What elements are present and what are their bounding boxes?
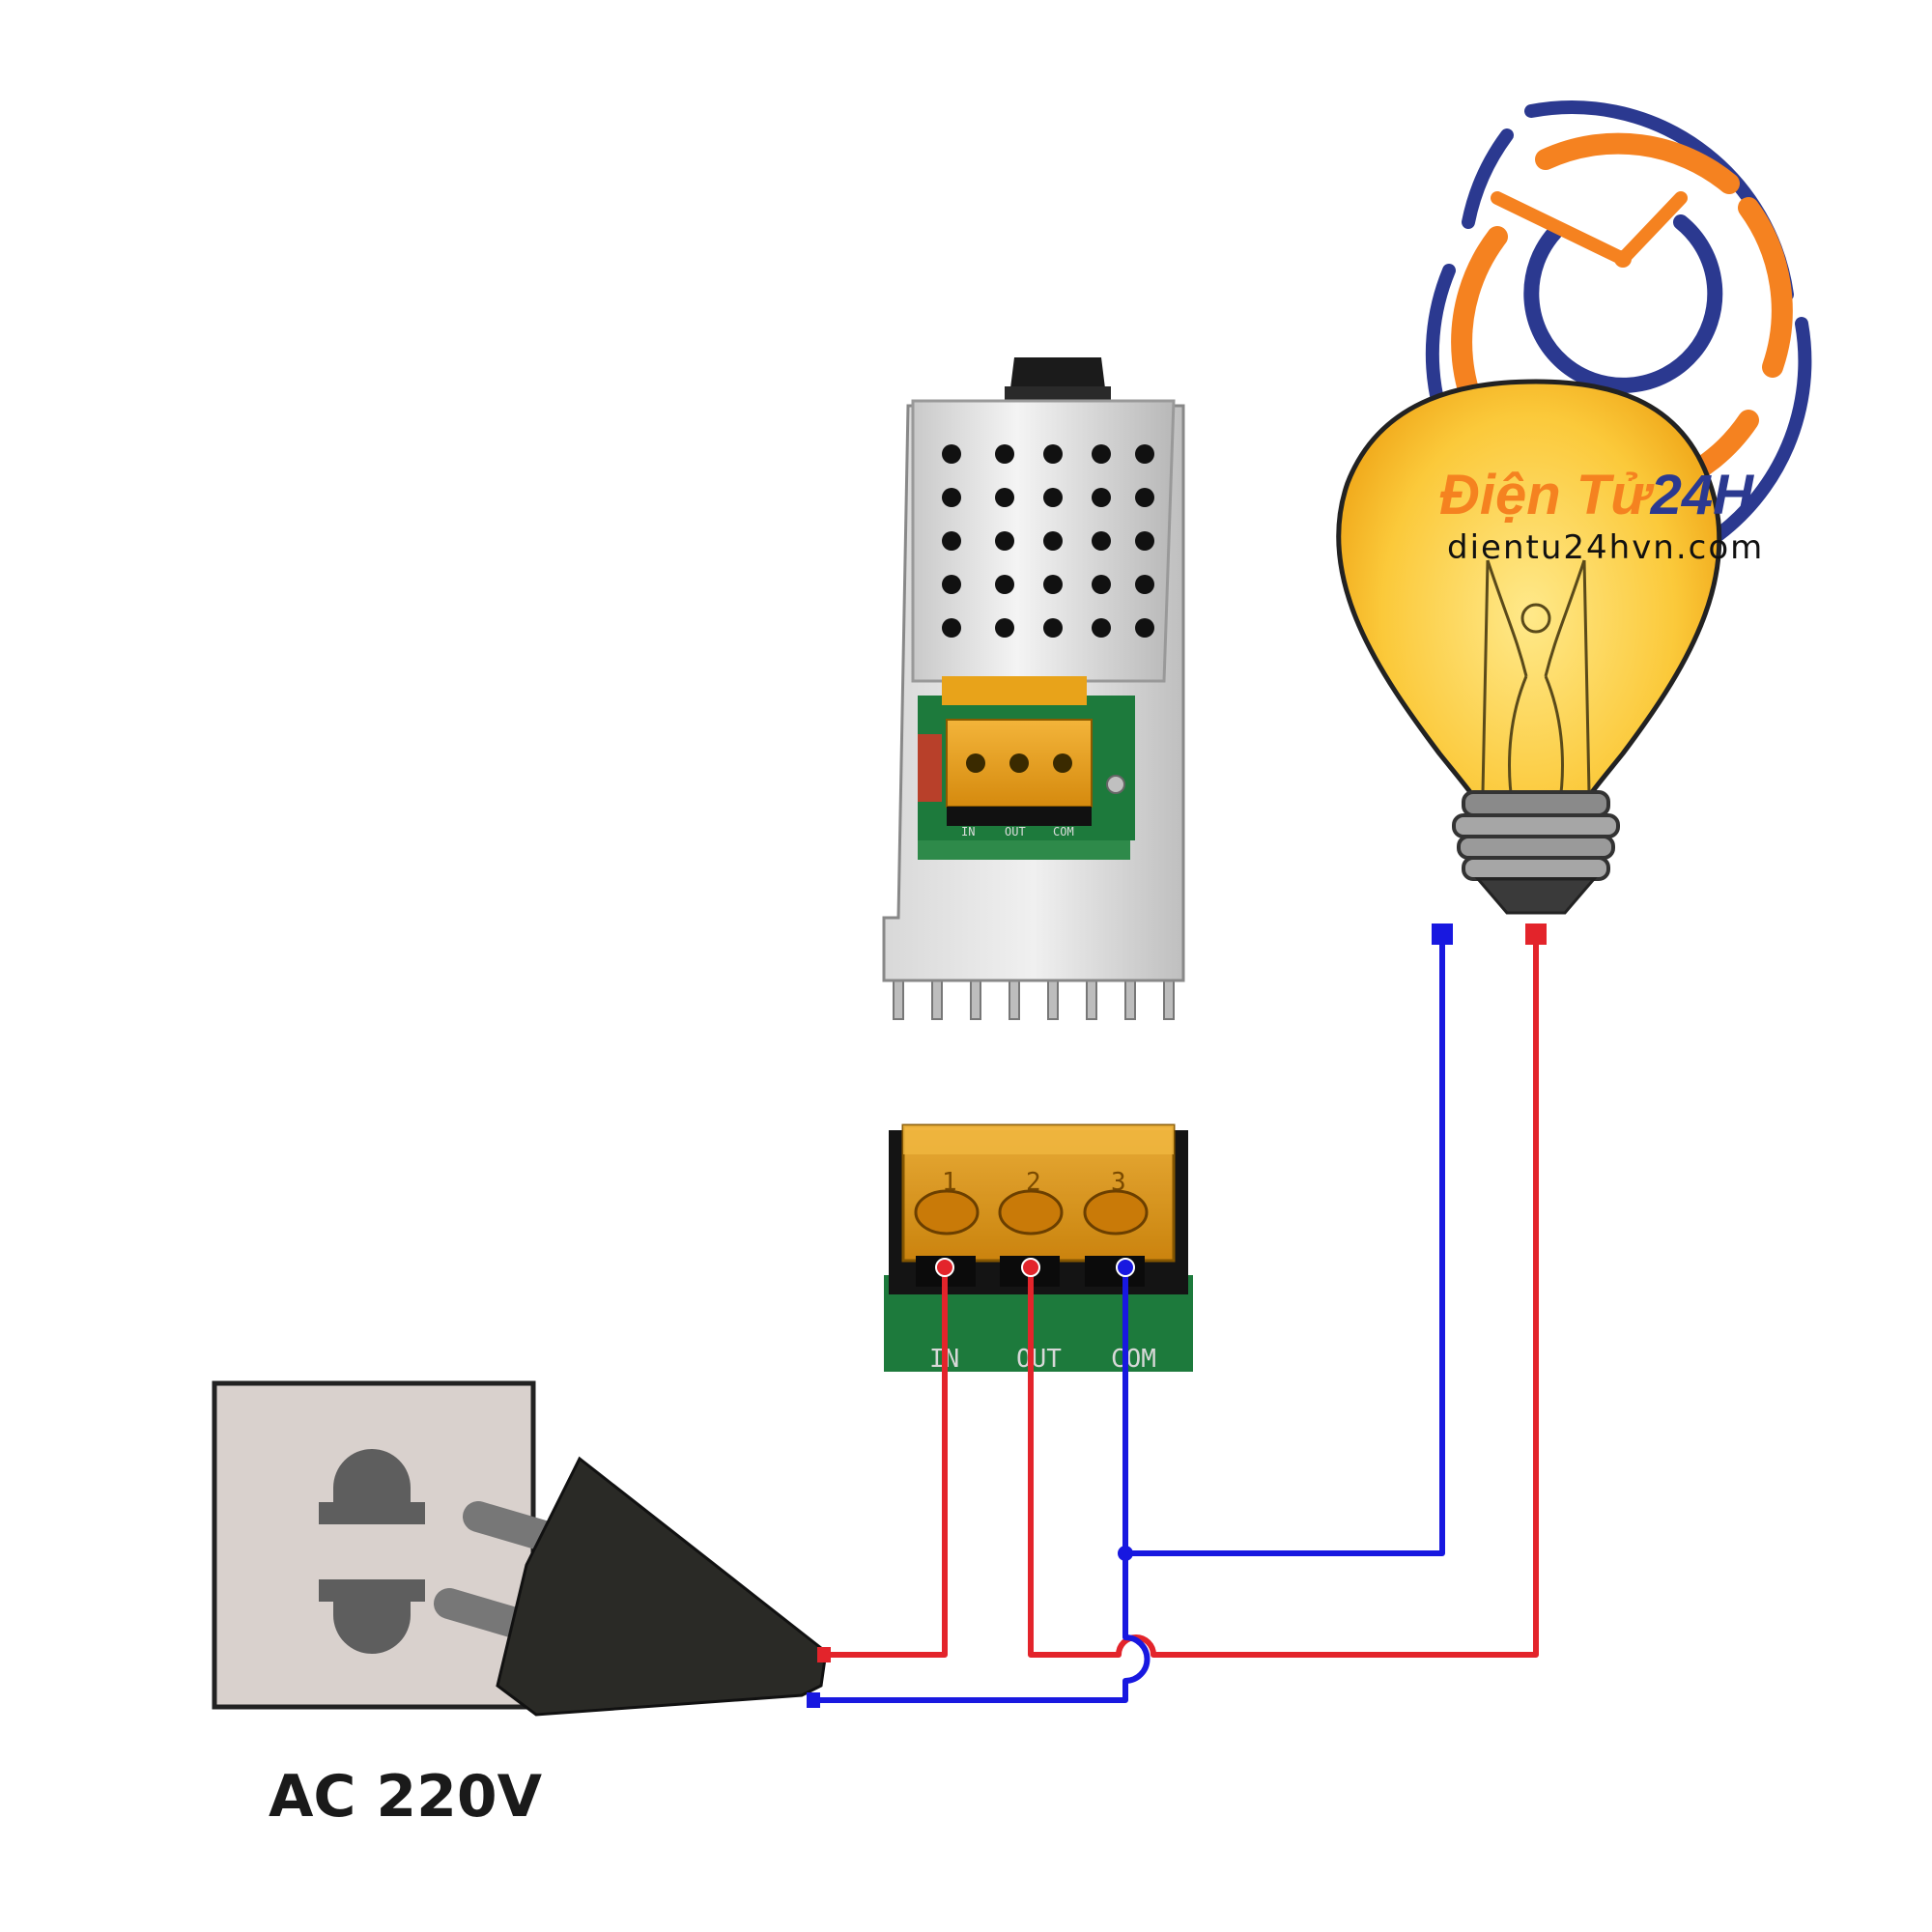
module-terminal-screws — [966, 753, 1072, 773]
wall-socket — [212, 1380, 536, 1710]
module-label-com: COM — [1053, 825, 1074, 838]
terminal-screws — [914, 1189, 1149, 1236]
terminal-label-com: COM — [1111, 1345, 1156, 1374]
bulb-base-icon — [1452, 790, 1620, 915]
light-bulb-icon — [1336, 379, 1722, 915]
vent-holes — [942, 444, 1154, 638]
terminal-dot-out — [1021, 1258, 1040, 1277]
bulb-terminal-neutral — [1432, 923, 1453, 945]
brand-name-part2: 24H — [1650, 464, 1755, 526]
terminal-number-3: 3 — [1111, 1168, 1126, 1197]
terminal-dot-in — [935, 1258, 954, 1277]
module-label-in: IN — [961, 825, 975, 838]
brand-name-part1: Điện Tử — [1439, 464, 1655, 526]
brand-name: Điện Tử24H — [1439, 464, 1754, 526]
capacitor-icon — [918, 734, 942, 802]
socket-hole-top — [319, 1449, 425, 1524]
terminal-number-1: 1 — [942, 1168, 957, 1197]
wire-live-plug-to-in — [831, 1273, 948, 1658]
bulb-terminal-live — [1525, 923, 1547, 945]
terminal-number-2: 2 — [1026, 1168, 1041, 1197]
socket-hole-bottom — [319, 1579, 425, 1654]
wire-neutral-plug-to-com — [820, 1273, 1151, 1703]
wires — [820, 942, 1539, 1703]
power-plug-icon — [434, 1456, 831, 1717]
terminal-label-out: OUT — [1016, 1345, 1062, 1374]
wire-junction-neutral — [1118, 1546, 1133, 1561]
wire-neutral-com-to-bulb — [1125, 942, 1445, 1556]
power-label: AC 220V — [269, 1763, 543, 1831]
terminal-dot-com — [1116, 1258, 1135, 1277]
brand-website: dientu24hvn.com — [1447, 528, 1764, 567]
dimmer-module: IN OUT COM — [882, 357, 1185, 1020]
terminal-block-closeup: 1 2 3 IN OUT COM — [884, 1123, 1193, 1374]
heatsink-fins — [893, 975, 1175, 1020]
module-label-out: OUT — [1005, 825, 1026, 838]
